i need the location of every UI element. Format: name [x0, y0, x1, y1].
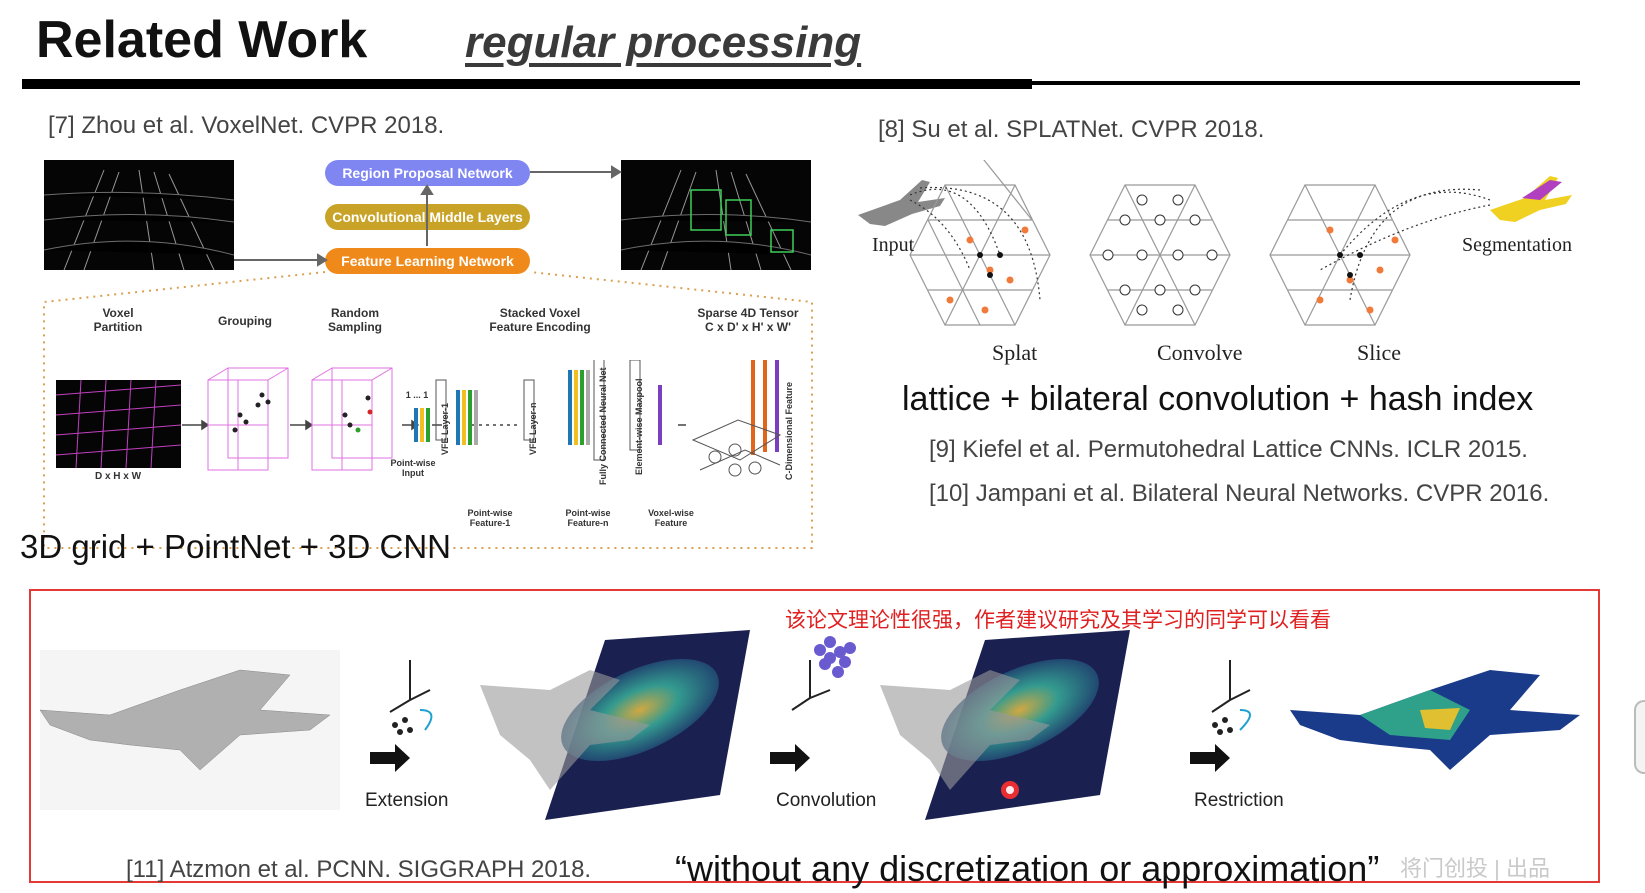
splatnet-lattice-diagram	[858, 160, 1572, 326]
grid-dims-label: D x H x W	[94, 471, 142, 482]
region-proposal-network-box: Region Proposal Network	[325, 160, 530, 186]
lidar-input-image	[44, 160, 234, 270]
fcn-label: Fully Connected Neural Net	[598, 367, 608, 485]
voxelnet-reference: [7] Zhou et al. VoxelNet. CVPR 2018.	[48, 112, 445, 139]
lidar-input-graphic	[44, 169, 234, 270]
slide-subtitle: regular processing	[465, 18, 862, 67]
stage-random-sampling: Random Sampling	[327, 306, 382, 334]
voxelnet-summary: 3D grid + PointNet + 3D CNN	[20, 528, 452, 565]
vfe-layer1-label: VFE Layer-1	[440, 402, 450, 455]
pointwise-feature1-label: Point-wise Feature-1	[467, 508, 513, 528]
splat-segmentation-label: Segmentation	[1462, 234, 1572, 256]
stage-sparse-tensor: Sparse 4D Tensor C x D' x H' x W'	[697, 306, 799, 334]
step-convolve: Convolve	[1157, 340, 1243, 365]
stage-voxel-partition: Voxel Partition	[93, 306, 143, 334]
lidar-output-graphic	[621, 169, 811, 270]
voxel-grid-graphic	[56, 380, 181, 468]
feature-learning-network-box: Feature Learning Network	[325, 248, 530, 274]
pcnn-quote: “without any discretization or approxima…	[675, 848, 1380, 889]
lidar-output-image	[621, 160, 811, 270]
stage-stacked-vfe: Stacked Voxel Feature Encoding	[489, 306, 591, 334]
title-rule	[22, 79, 1032, 89]
cdim-feature-label: C-Dimensional Feature	[784, 381, 794, 480]
voxelnet-arrows	[43, 165, 813, 549]
pcnn-reference: [11] Atzmon et al. PCNN. SIGGRAPH 2018.	[126, 856, 592, 883]
ones-label: 1 ... 1	[405, 390, 429, 400]
title-rule-thin	[1032, 81, 1580, 85]
splatnet-reference: [8] Su et al. SPLATNet. CVPR 2018.	[878, 116, 1265, 143]
jampani-reference: [10] Jampani et al. Bilateral Neural Net…	[929, 480, 1550, 507]
step-slice: Slice	[1357, 340, 1401, 365]
step-convolution: Convolution	[776, 790, 877, 811]
step-restriction: Restriction	[1194, 790, 1284, 811]
voxelwise-feature-label: Voxel-wise Feature	[648, 508, 694, 528]
vfe-layern-label: VFE Layer-n	[528, 402, 538, 455]
splatnet-summary: lattice + bilateral convolution + hash i…	[902, 380, 1534, 418]
splat-input-label: Input	[872, 234, 915, 256]
kiefel-reference: [9] Kiefel et al. Permutohedral Lattice …	[929, 436, 1528, 463]
side-scroll-handle[interactable]	[1634, 700, 1645, 774]
pointwise-featuren-label: Point-wise Feature-n	[565, 508, 611, 528]
watermark: 将门创投 | 出品	[1400, 856, 1550, 881]
pcnn-highlight-box	[29, 589, 1600, 883]
step-splat: Splat	[992, 340, 1038, 365]
voxel-grid-image	[56, 380, 181, 468]
pcnn-diagram	[39, 630, 1580, 820]
pointwise-input-label: Point-wise Input	[390, 458, 436, 478]
maxpool-label: Element-wise Maxpool	[634, 378, 644, 475]
step-extension: Extension	[365, 790, 449, 811]
chinese-note: 该论文理论性很强，作者建议研究及其学习的同学可以看看	[785, 609, 1331, 632]
vfe-diagram	[182, 360, 782, 477]
slide-title: Related Work	[36, 11, 368, 69]
stage-grouping: Grouping	[218, 314, 272, 328]
